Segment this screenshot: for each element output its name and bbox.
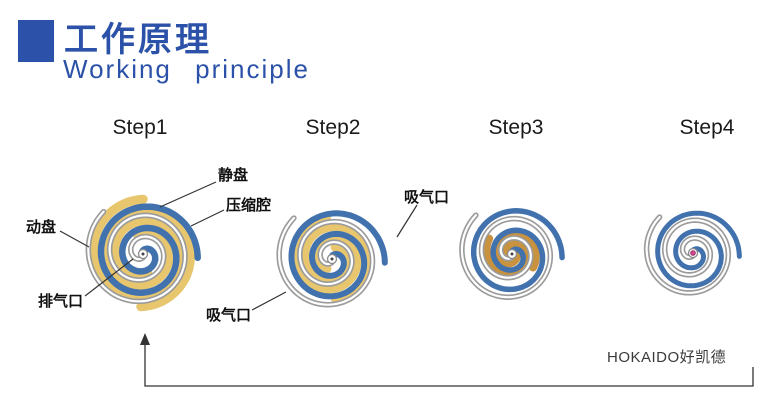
page-title-chinese: 工作原理: [64, 21, 212, 59]
label-static-disc: 静盘: [218, 167, 249, 184]
leader-suction-port-bottom: [251, 291, 287, 311]
label-compression-chamber: 压缩腔: [226, 197, 272, 214]
orbiting-scroll-step2: [288, 210, 388, 300]
step4-label: Step4: [679, 116, 735, 139]
step2-label: Step2: [305, 116, 361, 139]
chamber-band-step1: [89, 194, 185, 301]
fixed-scroll-inner-step2: [278, 217, 374, 306]
center-dot-step2: [330, 257, 334, 261]
step3-label: Step3: [488, 116, 544, 139]
leader-exhaust-port: [84, 258, 134, 297]
leader-moving-disc: [59, 230, 90, 248]
leader-static-disc: [159, 181, 217, 208]
compressed-gas-dot-step4: [690, 250, 696, 256]
fixed-scroll-inner-step1: [87, 210, 187, 303]
fixed-scroll-inner-step4: [645, 216, 730, 294]
step1-label: Step1: [112, 116, 168, 139]
header-accent-square: [18, 20, 54, 62]
page-title-english: Working principle: [63, 54, 310, 84]
orbiting-scroll-step1: [97, 203, 201, 296]
cycle-return-line: [144, 342, 754, 387]
label-suction-port-top: 吸气口: [404, 189, 450, 206]
leader-compression-chamber: [190, 209, 225, 227]
center-dot-step3: [510, 252, 514, 256]
label-moving-disc: 动盘: [26, 219, 57, 236]
fixed-scroll-inner-step3: [460, 214, 552, 299]
brand-watermark: HOKAIDO好凯德: [607, 349, 727, 366]
chamber-band-step3: [482, 234, 531, 277]
center-dot-step1: [141, 252, 145, 256]
orbiting-scroll-step4: [655, 210, 742, 289]
cycle-arrowhead-up: [140, 333, 150, 345]
orbiting-scroll-step3: [470, 208, 565, 293]
label-exhaust-port: 排气口: [38, 293, 84, 310]
leader-suction-port-top: [396, 204, 418, 238]
label-suction-port-bottom: 吸气口: [206, 307, 252, 324]
chamber-band-step1: [99, 205, 195, 312]
